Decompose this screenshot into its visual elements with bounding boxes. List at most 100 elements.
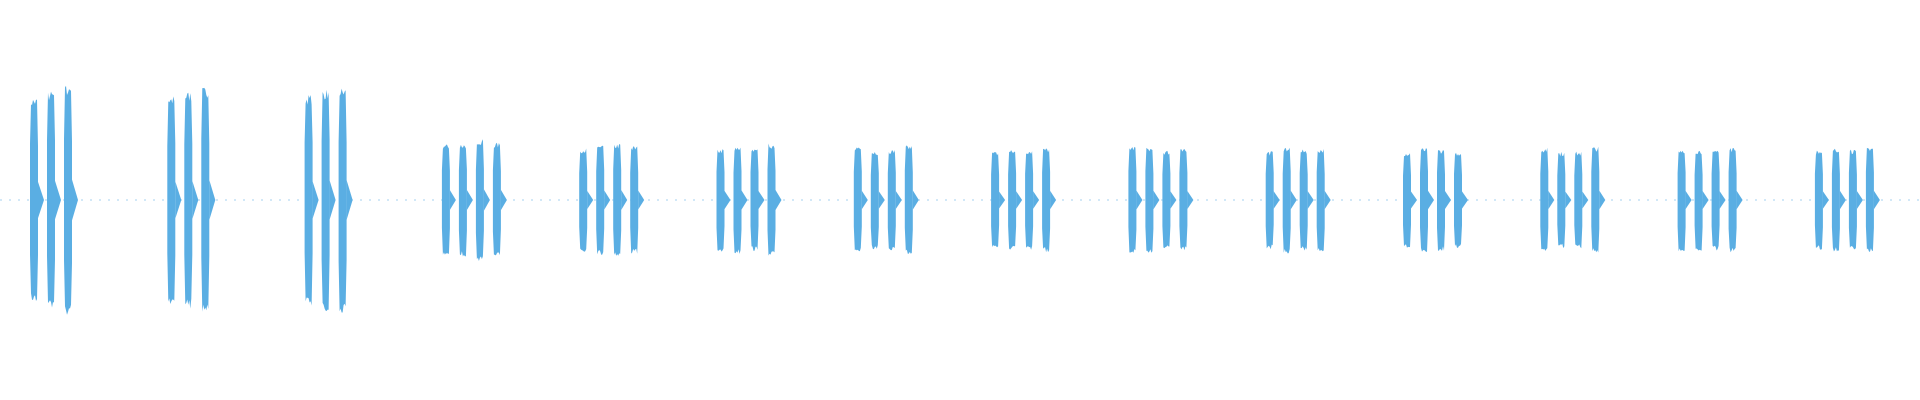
waveform-group [1814,147,1880,252]
waveform-tail [1445,190,1451,210]
waveform-burst [475,139,484,261]
waveform-group [441,139,507,261]
waveform-group [1677,148,1743,253]
waveform-tail [209,180,216,220]
waveform-bursts [30,85,1880,315]
waveform-tail [1307,191,1314,209]
waveform-tail [1324,190,1331,210]
waveform-burst [870,152,879,250]
waveform-tail [1719,191,1726,209]
waveform-burst [1814,150,1823,250]
waveform-group [1128,146,1194,253]
waveform-burst [321,89,330,311]
waveform-burst [492,142,501,256]
waveform-tail [1462,191,1468,209]
waveform-burst [441,144,450,255]
waveform-burst [1831,148,1840,252]
waveform-tail [999,191,1006,209]
waveform-tail [1548,190,1555,210]
waveform-burst [64,85,72,315]
waveform-group [167,87,216,312]
waveform-burst [1282,147,1291,254]
waveform-tail [1033,191,1040,209]
waveform-tail [1428,190,1434,210]
waveform-tail [895,191,902,209]
waveform-burst [716,149,725,252]
waveform-tail [449,190,456,210]
waveform-tail [329,180,336,220]
waveform-burst [1711,150,1720,251]
waveform-tail [758,190,765,210]
waveform-burst [1420,148,1428,252]
waveform-burst [853,147,862,252]
waveform-tail [346,180,353,220]
waveform-tail [878,191,885,209]
waveform-tail [741,190,748,210]
waveform-tail [1153,190,1160,210]
waveform-tail [55,180,61,220]
waveform-tail [1856,191,1863,209]
waveform-tail [1170,191,1177,209]
waveform-burst [991,152,1000,248]
waveform-burst [1677,150,1686,252]
waveform-tail [1736,190,1743,210]
waveform-burst [47,91,55,308]
waveform-tail [72,179,78,221]
waveform-burst [1591,146,1600,253]
waveform-burst [1865,147,1874,252]
waveform-tail [587,190,594,210]
waveform-tail [621,190,628,210]
waveform-burst [1162,150,1171,249]
waveform-tail [1582,191,1589,209]
waveform-tail [775,189,782,211]
waveform-burst [1316,149,1325,252]
waveform-burst [338,88,347,313]
waveform-tail [500,189,507,211]
waveform-burst [1042,148,1051,253]
waveform-burst [30,99,38,301]
waveform-burst [1557,151,1566,249]
waveform-burst [1008,150,1017,250]
waveform-burst [1025,151,1034,250]
waveform-tail [1016,191,1023,209]
waveform-burst [1574,151,1583,249]
waveform-tail [1599,190,1606,210]
waveform-burst [579,148,588,252]
waveform-group [304,88,353,313]
waveform-tail [1050,190,1057,210]
waveform-tail [861,190,868,210]
waveform-burst [1403,153,1411,248]
waveform-burst [1299,149,1308,251]
waveform-tail [1822,191,1829,209]
waveform-burst [1437,150,1445,251]
waveform-tail [1273,191,1280,209]
waveform-burst [596,145,605,255]
waveform-burst [304,95,313,306]
waveform-tail [1136,190,1143,210]
waveform-burst [613,144,622,256]
waveform-burst [1728,148,1737,253]
waveform-tail [192,180,199,220]
waveform-burst [167,96,176,305]
waveform-burst [1265,151,1274,250]
waveform-tail [638,190,645,210]
waveform-group [579,144,645,256]
waveform-group [30,85,78,315]
waveform-burst [458,144,467,257]
waveform-group [716,143,782,256]
waveform-burst [1145,147,1154,253]
waveform-tail [1290,190,1297,210]
waveform-burst [1540,147,1549,251]
waveform-group [991,148,1057,253]
waveform-tail [724,190,731,210]
waveform-tail [1873,190,1880,210]
waveform-tail [912,190,919,210]
waveform-tail [604,190,611,210]
waveform-tail [1411,191,1417,209]
waveform-group [1403,148,1468,252]
waveform-tail [1565,191,1572,209]
waveform-group [1265,147,1331,254]
waveform-tail [466,190,473,210]
